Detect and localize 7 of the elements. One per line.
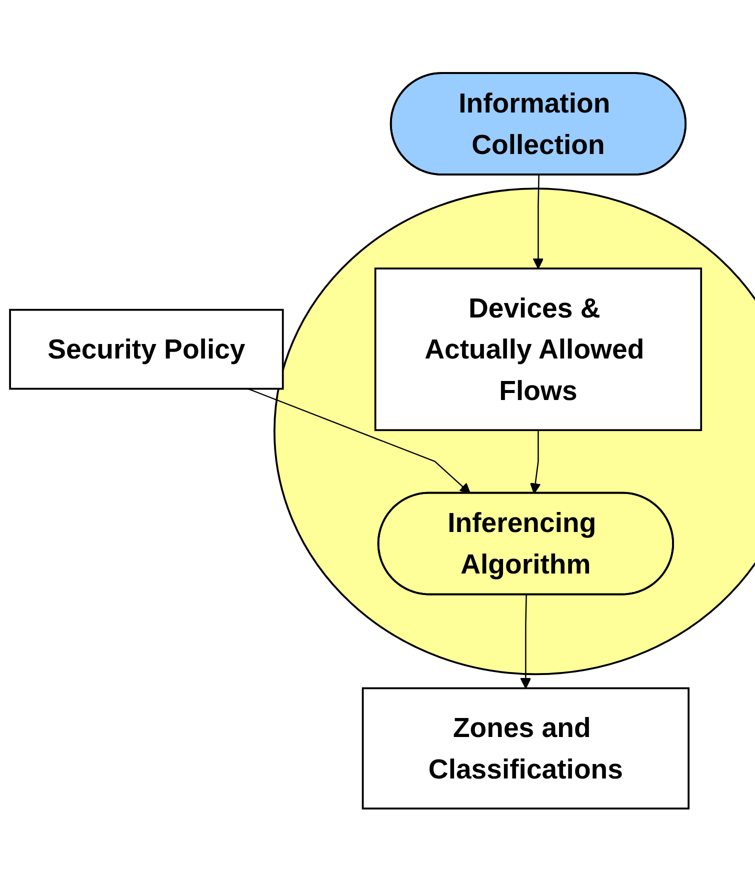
arrow xyxy=(248,388,471,494)
arrow xyxy=(520,594,532,688)
arrow xyxy=(530,430,541,494)
node-box: Security Policy xyxy=(9,308,284,390)
node-box: Zones and Classifications xyxy=(362,687,690,810)
node-box: Devices & Actually Allowed Flows xyxy=(374,267,702,431)
arrow xyxy=(532,174,544,269)
